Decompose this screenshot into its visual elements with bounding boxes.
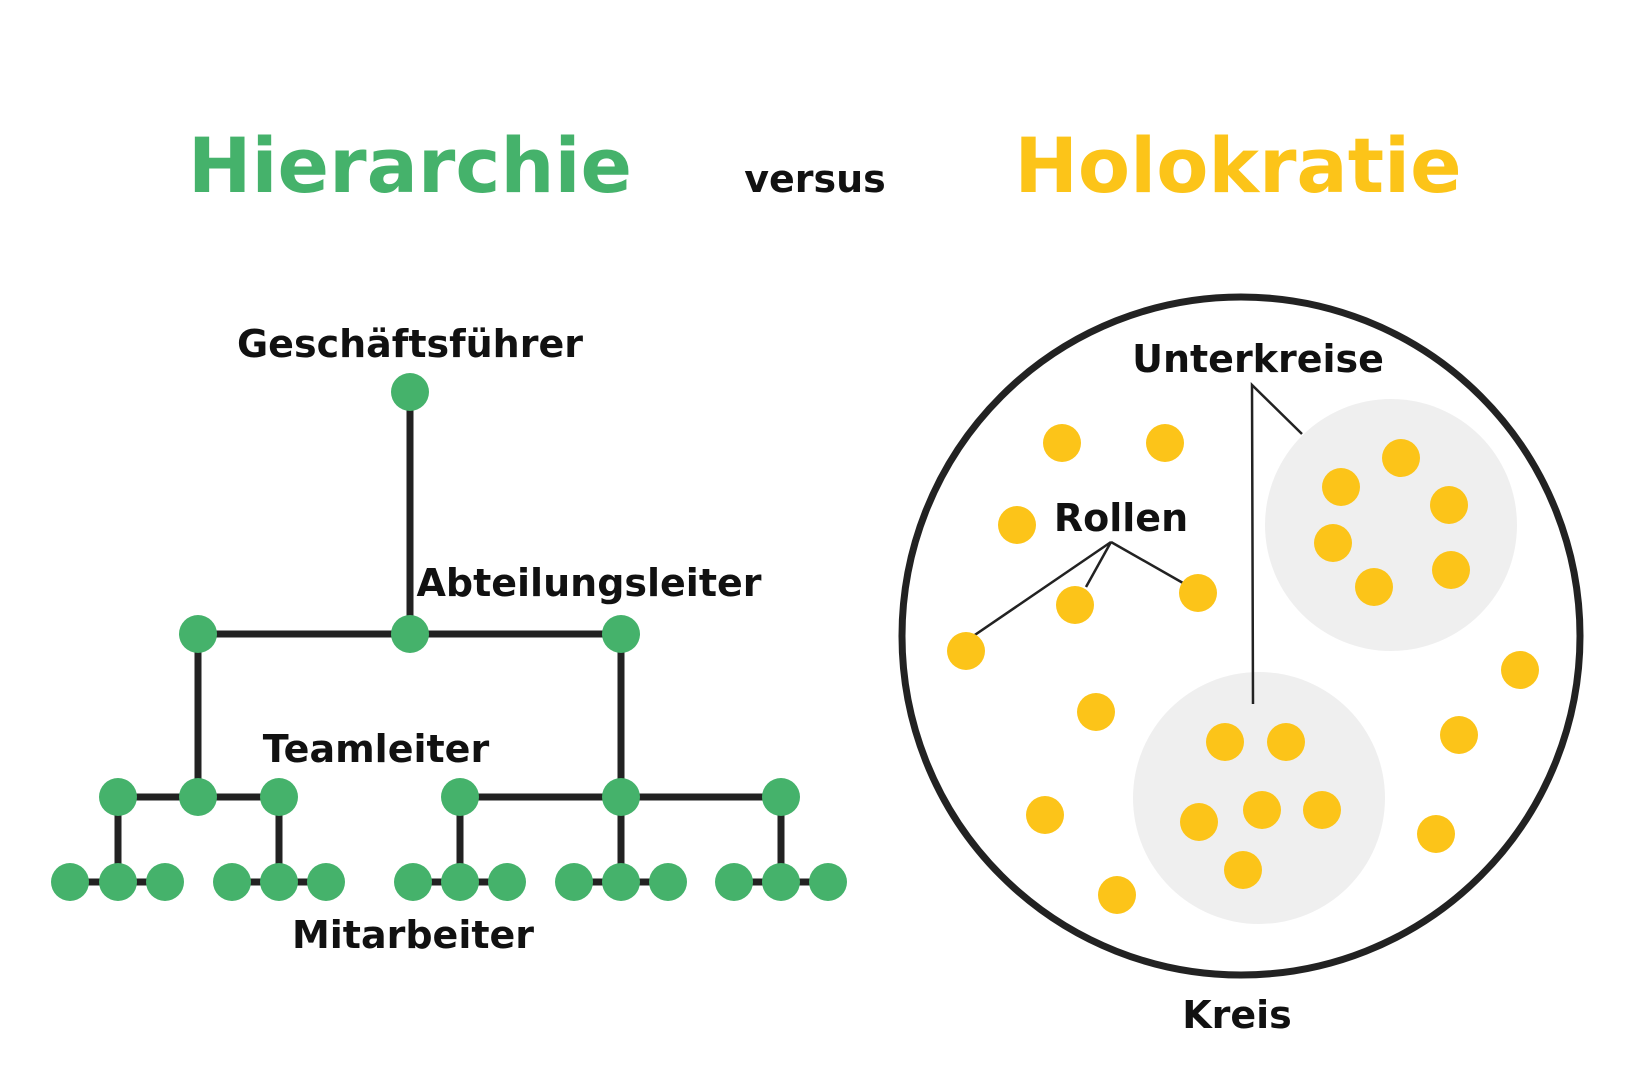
label-circle: Kreis [1182,993,1292,1037]
role-dot [1043,424,1081,462]
label-staff: Mitarbeiter [292,913,534,957]
node-staff [555,863,593,901]
pointer-subcircles [1250,382,1303,705]
subcircle-role-dot [1430,486,1468,524]
node-staff [715,863,753,901]
label-ceo: Geschäftsführer [237,322,583,366]
role-dot [1146,424,1184,462]
pointer-roles-middle [1084,541,1113,588]
subcircle-role-dot [1267,723,1305,761]
node-staff [602,863,640,901]
node-team-lead [179,778,217,816]
subcircle-role-dot [1303,791,1341,829]
subcircle-role-dot [1355,568,1393,606]
subcircle-role-dot [1314,524,1352,562]
title-versus: versus [744,157,886,201]
title-hierarchie: Hierarchie [188,121,632,210]
node-staff [649,863,687,901]
node-staff [146,863,184,901]
node-team-lead [441,778,479,816]
role-dot [1077,693,1115,731]
role-dot [1440,716,1478,754]
holacracy-diagram: Unterkreise Rollen Kreis [898,293,1584,1037]
role-dots [947,424,1539,914]
label-subcircles: Unterkreise [1132,337,1384,381]
role-dot [947,632,985,670]
title-holokratie: Holokratie [1014,121,1461,210]
role-dot [1026,796,1064,834]
label-roles: Rollen [1054,496,1188,540]
org-chart-nodes [51,373,847,901]
node-team-lead [762,778,800,816]
node-staff [809,863,847,901]
node-staff [51,863,89,901]
subcircle-role-dot [1206,723,1244,761]
node-team-lead [602,778,640,816]
node-staff [762,863,800,901]
node-department-head [179,615,217,653]
subcircle-role-dot [1180,803,1218,841]
role-dot [1179,574,1217,612]
node-staff [394,863,432,901]
subcircle-role-dot [1322,468,1360,506]
pointer-roles-right [1110,540,1184,585]
node-staff [488,863,526,901]
role-dot [1098,876,1136,914]
node-ceo [391,373,429,411]
node-team-lead [99,778,137,816]
node-department-head [602,615,640,653]
pointer-lines [965,382,1303,705]
subcircle-top-right [1265,399,1517,651]
main-circle [898,293,1584,979]
node-team-lead [260,778,298,816]
pointer-roles-left [965,540,1112,643]
node-department-head [391,615,429,653]
role-dot [998,506,1036,544]
subcircle-role-dot [1224,851,1262,889]
subcircle-role-dot [1432,551,1470,589]
role-dot [1417,815,1455,853]
label-team-lead: Teamleiter [263,727,490,771]
subcircle-role-dot [1243,791,1281,829]
role-dot [1501,651,1539,689]
node-staff [260,863,298,901]
label-department-head: Abteilungsleiter [416,561,761,605]
subcircle-role-dot [1382,439,1420,477]
hierarchy-org-chart: Geschäftsführer Abteilungsleiter Teamlei… [51,322,847,957]
node-staff [99,863,137,901]
node-staff [307,863,345,901]
node-staff [441,863,479,901]
role-dot [1056,586,1094,624]
node-staff [213,863,251,901]
